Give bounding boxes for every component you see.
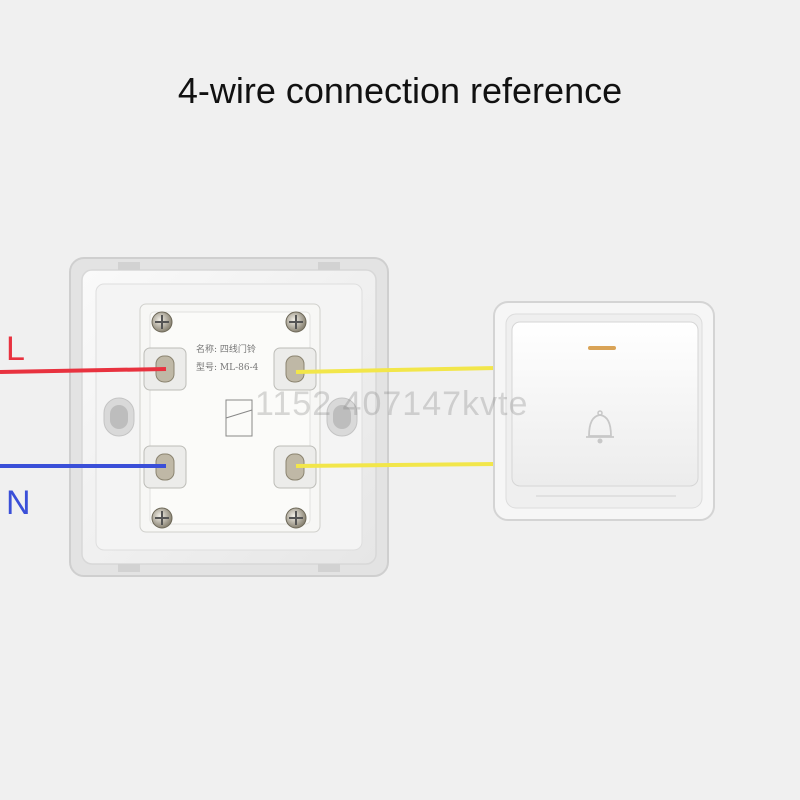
switch-wire-2: [295, 462, 497, 468]
switch-wire-1: [295, 366, 497, 374]
push-button[interactable]: [511, 321, 699, 487]
diagram-title: 4-wire connection reference: [177, 70, 623, 111]
module-name-text: 名称: 四线门铃: [196, 343, 256, 355]
live-wire-label: L: [6, 330, 25, 368]
led-indicator: [588, 346, 616, 350]
neutral-wire-label: N: [6, 484, 31, 522]
doorbell-push-switch: [493, 301, 715, 521]
terminal-bottom-right: [273, 445, 317, 489]
terminal-top-right: [273, 347, 317, 391]
live-wire: [0, 367, 167, 374]
module-model-text: 型号: ML-86-4: [196, 362, 259, 373]
bell-icon: [586, 410, 614, 444]
watermark-text: 1152 407147kvte: [255, 385, 529, 423]
doorbell-module: 名称: 四线门铃 型号: ML-86-4: [139, 303, 321, 533]
